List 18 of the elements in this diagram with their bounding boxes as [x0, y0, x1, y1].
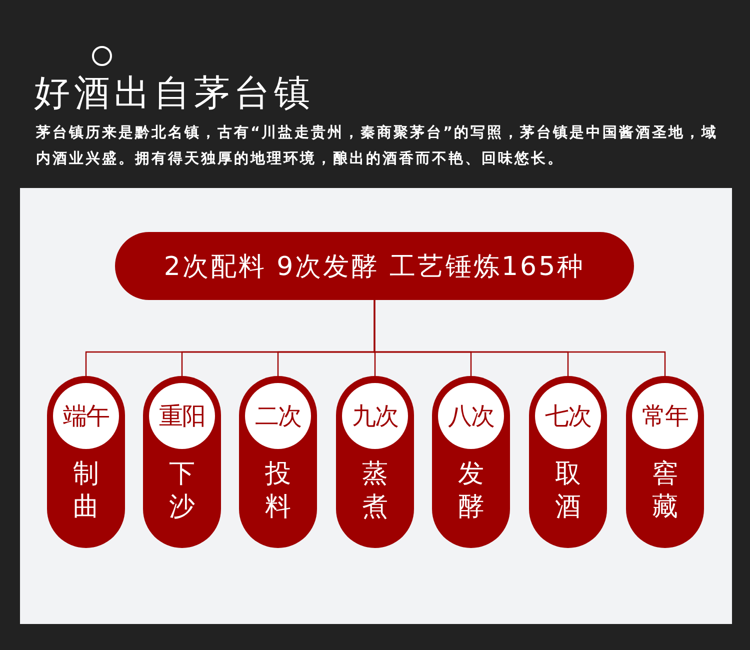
time-circle: 端午: [53, 383, 119, 449]
title-pill: 2次配料 9次发酵 工艺锤炼165种: [115, 232, 634, 300]
time-circle: 二次: [245, 383, 311, 449]
connector-line: [374, 300, 666, 376]
step-label: 发酵: [457, 458, 485, 524]
time-circle: 常年: [632, 383, 698, 449]
intro-paragraph: 茅台镇历来是黔北名镇，古有“川盐走贵州，秦商聚茅台”的写照，茅台镇是中国酱酒圣地，域内酒业兴盛。拥有得天独厚的地理环境，酿出的酒香而不艳、回味悠长。: [36, 124, 720, 169]
time-circle: 重阳: [149, 383, 215, 449]
step-label: 窖藏: [651, 458, 679, 524]
time-circle: 七次: [535, 383, 601, 449]
step-label: 投料: [264, 458, 292, 524]
step-label: 制曲: [72, 458, 100, 524]
step-label: 取酒: [554, 458, 582, 524]
step-label: 蒸煮: [361, 458, 389, 524]
time-circle: 八次: [438, 383, 504, 449]
heading: 好酒出自茅台镇: [34, 72, 314, 116]
time-circle: 九次: [342, 383, 408, 449]
step-label: 下沙: [168, 458, 196, 524]
